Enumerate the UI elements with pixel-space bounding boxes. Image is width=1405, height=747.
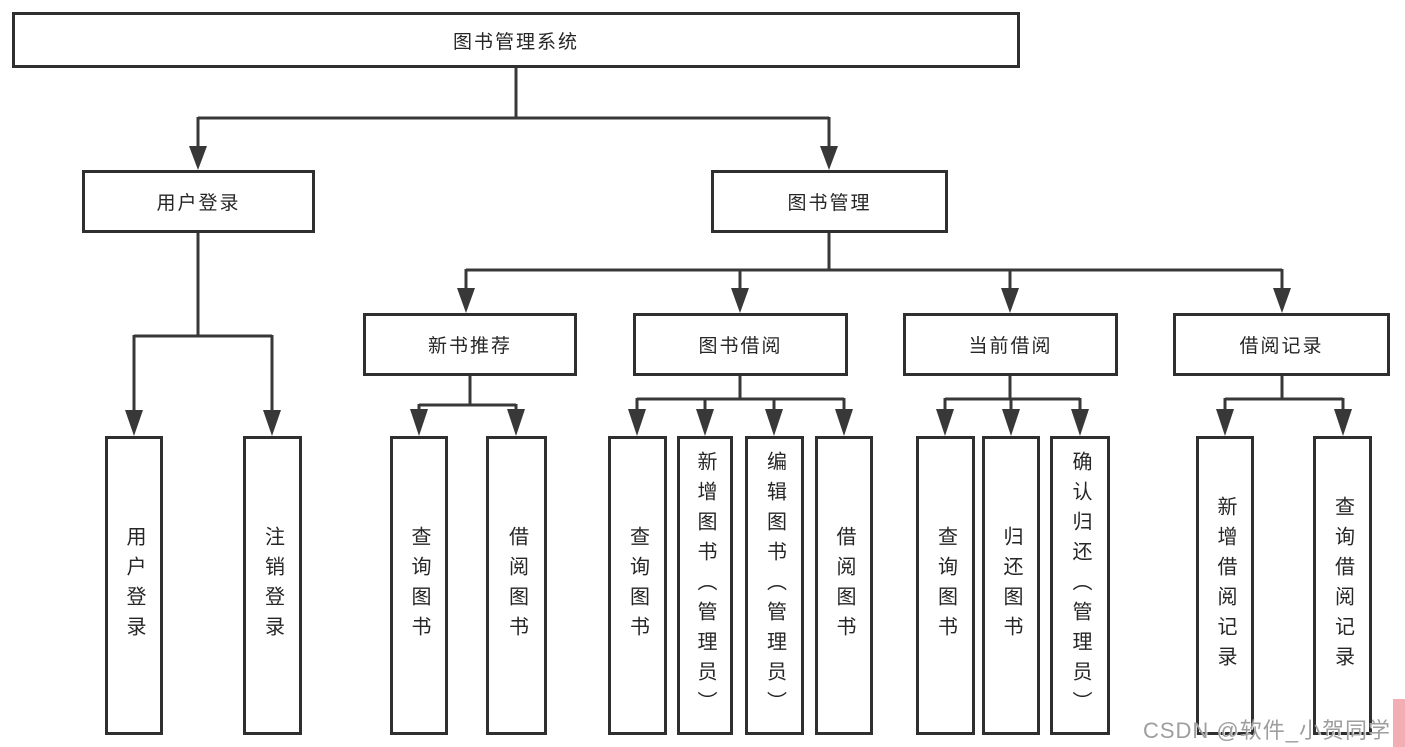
leaf-add-book-admin: 新增图书（管理员）: [677, 436, 733, 735]
leaf-logout: 注销登录: [243, 436, 302, 735]
node-current-borrow-label: 当前借阅: [968, 336, 1053, 357]
leaf-query-borrow-record: 查询借阅记录: [1313, 436, 1372, 735]
node-book-management: 图书管理: [711, 170, 948, 233]
node-borrow-records: 借阅记录: [1173, 313, 1390, 376]
leaf-edit-book-admin: 编辑图书（管理员）: [745, 436, 804, 735]
leaf-query-book-borrow: 查询图书: [608, 436, 667, 735]
node-new-book-recommend-label: 新书推荐: [427, 336, 512, 357]
leaf-borrow-book: 借阅图书: [815, 436, 873, 735]
node-borrow-records-label: 借阅记录: [1239, 336, 1324, 357]
leaf-add-borrow-record: 新增借阅记录: [1196, 436, 1254, 735]
leaf-query-book-current-label: 查询图书: [934, 525, 957, 646]
leaf-borrow-book-recommend: 借阅图书: [486, 436, 547, 735]
leaf-borrow-book-recommend-label: 借阅图书: [505, 525, 528, 646]
node-user-login-label: 用户登录: [156, 193, 241, 214]
node-current-borrow: 当前借阅: [903, 313, 1118, 376]
leaf-user-login-label: 用户登录: [123, 525, 145, 646]
leaf-query-book-recommend-label: 查询图书: [408, 525, 430, 646]
leaf-return-book-label: 归还图书: [1000, 525, 1022, 646]
node-root: 图书管理系统: [12, 12, 1020, 68]
watermark: CSDN @软件_小贺同学: [1142, 718, 1391, 743]
leaf-confirm-return-admin: 确认归还（管理员）: [1050, 436, 1110, 735]
leaf-user-login: 用户登录: [105, 436, 163, 735]
leaf-query-book-borrow-label: 查询图书: [626, 525, 649, 646]
node-user-login: 用户登录: [82, 170, 315, 233]
leaf-add-book-admin-label: 新增图书（管理员）: [694, 450, 716, 721]
leaf-return-book: 归还图书: [982, 436, 1040, 735]
watermark-pink-corner: [1393, 699, 1405, 747]
leaf-query-book-current: 查询图书: [916, 436, 975, 735]
node-root-label: 图书管理系统: [452, 31, 579, 53]
leaf-query-borrow-record-label: 查询借阅记录: [1331, 495, 1354, 676]
node-book-management-label: 图书管理: [787, 193, 872, 214]
node-book-borrow-label: 图书借阅: [698, 336, 783, 357]
leaf-borrow-book-label: 借阅图书: [833, 525, 855, 646]
leaf-query-book-recommend: 查询图书: [390, 436, 448, 735]
node-new-book-recommend: 新书推荐: [363, 313, 577, 376]
leaf-confirm-return-admin-label: 确认归还（管理员）: [1069, 450, 1091, 721]
node-book-borrow: 图书借阅: [633, 313, 848, 376]
leaf-logout-label: 注销登录: [261, 525, 284, 646]
leaf-add-borrow-record-label: 新增借阅记录: [1214, 495, 1236, 676]
leaf-edit-book-admin-label: 编辑图书（管理员）: [763, 450, 786, 721]
